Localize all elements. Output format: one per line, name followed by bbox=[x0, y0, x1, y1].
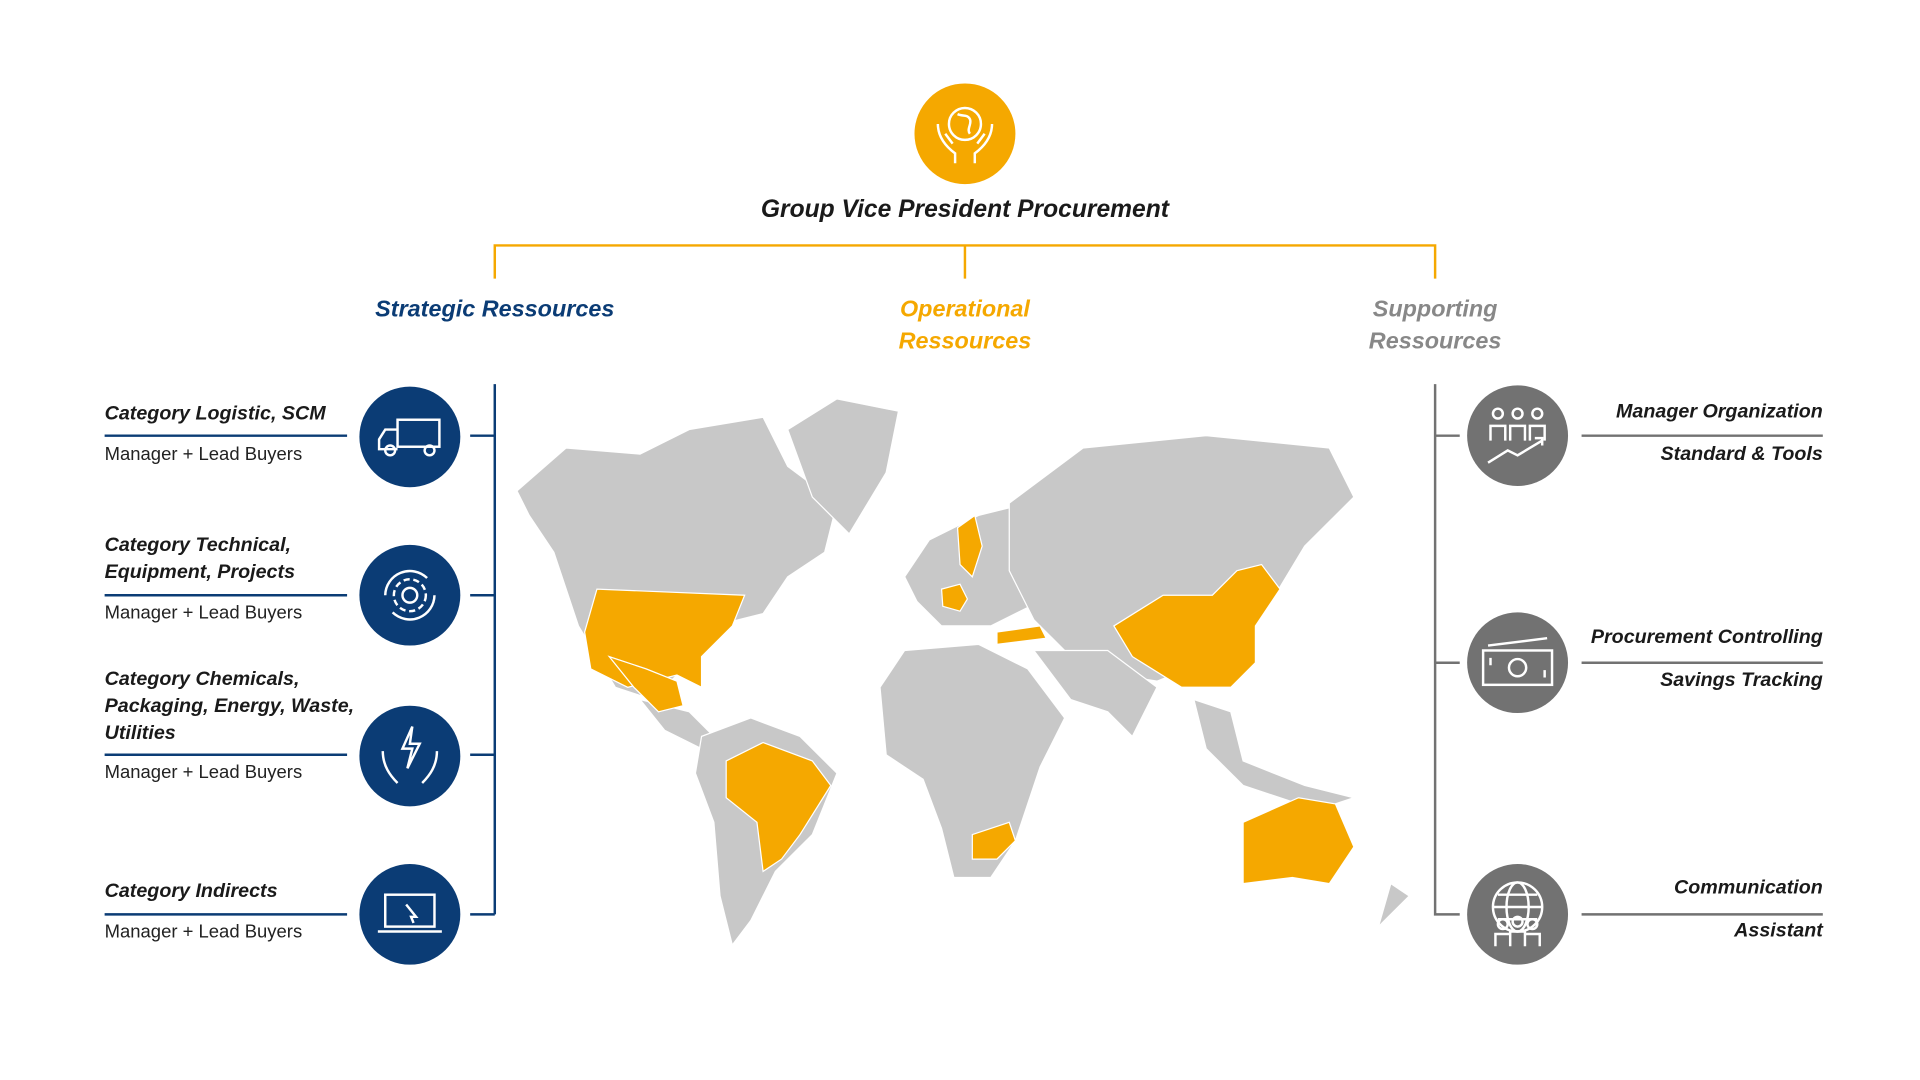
highlighted-countries bbox=[584, 514, 1355, 885]
money-icon bbox=[1467, 612, 1569, 714]
strategic-item-subtitle: Manager + Lead Buyers bbox=[104, 762, 303, 784]
southeast-asia bbox=[1193, 698, 1357, 811]
globe-people-icon bbox=[1467, 864, 1569, 965]
laptop-cursor-icon bbox=[359, 864, 461, 965]
greenland bbox=[786, 398, 900, 535]
country-brazil bbox=[725, 741, 832, 873]
supporting-item-title: Procurement Controlling bbox=[1590, 627, 1823, 649]
strategic-item-subtitle: Manager + Lead Buyers bbox=[104, 921, 303, 943]
hands-holding-globe-icon bbox=[914, 83, 1016, 185]
country-mexico bbox=[607, 655, 684, 713]
middle-east-india bbox=[1032, 649, 1158, 738]
country-usa bbox=[584, 588, 746, 689]
strategic-item-subtitle: Manager + Lead Buyers bbox=[104, 444, 303, 466]
header-supporting: Supporting Ressources bbox=[1368, 297, 1502, 355]
header-strategic: Strategic Ressources bbox=[375, 297, 615, 323]
country-turkey bbox=[996, 625, 1048, 646]
strategic-item-title: Category Logistic, SCM bbox=[104, 403, 326, 425]
country-sweden bbox=[956, 514, 983, 578]
header-operational: Operational Ressources bbox=[898, 297, 1032, 355]
supporting-item-title: Manager Organization bbox=[1616, 401, 1823, 423]
country-south-africa bbox=[971, 821, 1017, 860]
gear-cycle-icon bbox=[359, 544, 461, 646]
strategic-item-subtitle: Manager + Lead Buyers bbox=[104, 602, 303, 624]
strategic-item-title: Category Chemicals, Packaging, Energy, W… bbox=[104, 668, 355, 744]
country-australia bbox=[1242, 797, 1355, 885]
supporting-item-subtitle: Assistant bbox=[1734, 920, 1823, 942]
new-zealand bbox=[1377, 882, 1411, 929]
strategic-item-title: Category Indirects bbox=[104, 881, 278, 903]
top-title: Group Vice President Procurement bbox=[760, 196, 1169, 224]
country-china bbox=[1113, 563, 1281, 688]
supporting-item-title: Communication bbox=[1674, 877, 1823, 899]
strategic-item-title: Category Technical, Equipment, Projects bbox=[104, 535, 296, 583]
energy-hands-icon bbox=[359, 705, 461, 807]
supporting-item-subtitle: Savings Tracking bbox=[1660, 670, 1823, 691]
team-growth-icon bbox=[1467, 385, 1569, 487]
supporting-item-subtitle: Standard & Tools bbox=[1660, 444, 1823, 466]
truck-icon bbox=[359, 386, 461, 488]
country-germany bbox=[940, 583, 969, 612]
